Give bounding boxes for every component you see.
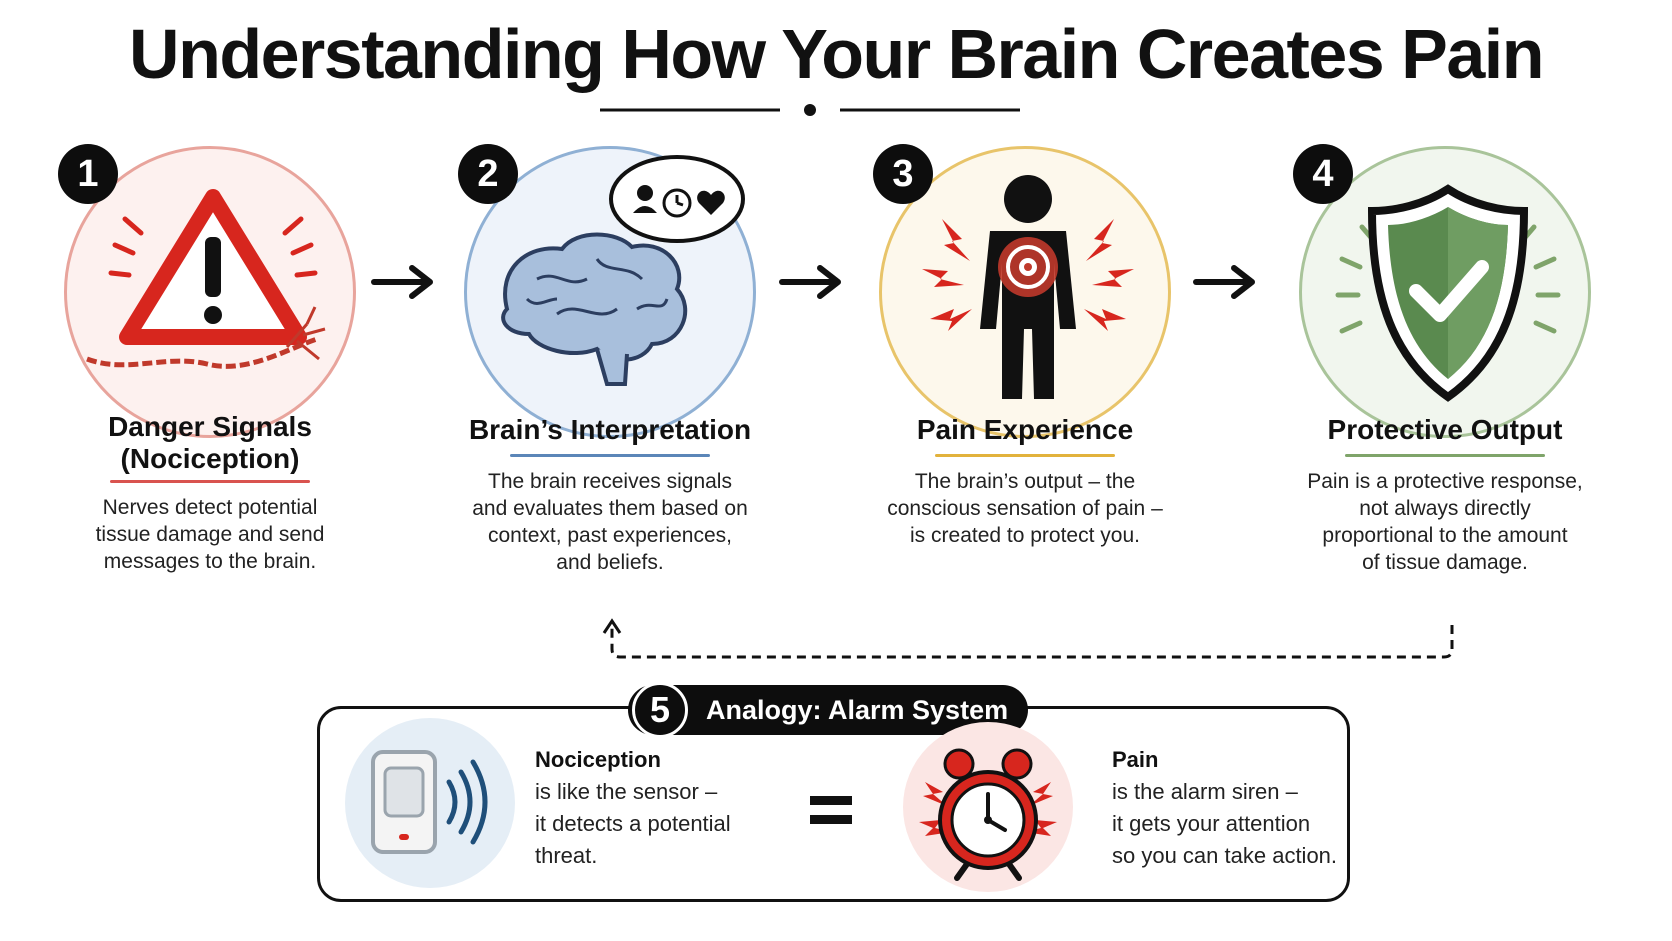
step-number-badge: 2 (458, 144, 518, 204)
desc-line: of tissue damage. (1362, 551, 1528, 574)
desc-line: proportional to the amount (1322, 524, 1568, 547)
step-description: Pain is a protective response, not alway… (1275, 468, 1615, 576)
desc-line: The brain receives signals (488, 470, 732, 493)
analogy-left-text: Nociception is like the sensor – it dete… (535, 744, 731, 872)
step-danger-signals: 1 Danger Signals (Nociception) Nerves de… (40, 138, 380, 608)
heading-underline (935, 454, 1115, 457)
brain-icon (501, 155, 745, 386)
step-brain-interpretation: 2 Brain’s Interpretation The brain recei… (440, 138, 780, 608)
desc-line: and beliefs. (556, 551, 664, 574)
motion-sensor-icon (345, 718, 515, 888)
analogy-right-head: Pain (1112, 747, 1159, 772)
equals-icon (810, 796, 852, 824)
warning-triangle-icon (86, 189, 326, 369)
step-heading: Protective Output (1327, 414, 1563, 445)
step-3-circle (879, 146, 1171, 438)
page-title: Understanding How Your Brain Creates Pai… (129, 15, 1544, 93)
desc-line: is created to protect you. (910, 524, 1140, 547)
analogy-left-head: Nociception (535, 747, 661, 772)
heading-underline (510, 454, 710, 457)
analogy-line: threat. (535, 843, 598, 868)
alarm-clock-icon (903, 722, 1073, 892)
analogy-right-text: Pain is the alarm siren – it gets your a… (1112, 744, 1337, 872)
step-number-badge: 4 (1293, 144, 1353, 204)
analogy-line: it gets your attention (1112, 811, 1311, 836)
arrow-right-icon (371, 265, 433, 299)
title-divider (600, 104, 1020, 116)
step-heading-line: Danger Signals (108, 411, 312, 442)
feedback-loop-connector (602, 618, 1454, 659)
desc-line: messages to the brain. (103, 550, 317, 573)
step-4-circle (1299, 146, 1591, 438)
step-description: The brain’s output – the conscious sensa… (855, 468, 1195, 549)
analogy-line: is the alarm siren – (1112, 779, 1298, 804)
step-heading-line: (Nociception) (120, 443, 300, 474)
desc-line: Nerves detect potential (102, 496, 318, 519)
step-pain-experience: 3 Pain Experience The brain’s output – t… (855, 138, 1195, 608)
desc-line: Pain is a protective response, (1307, 470, 1583, 493)
heading-underline (1345, 454, 1545, 457)
step-protective-output: 4 Protective Output Pain is a protective… (1275, 138, 1615, 608)
desc-line: The brain’s output – the (914, 470, 1136, 493)
step-number-badge: 1 (58, 144, 118, 204)
step-description: Nerves detect potential tissue damage an… (40, 494, 380, 575)
desc-line: and evaluates them based on (472, 497, 748, 520)
step-number-badge: 3 (873, 144, 933, 204)
heading-underline (110, 480, 310, 483)
step-number-badge: 5 (632, 682, 688, 738)
desc-line: context, past experiences, (488, 524, 732, 547)
body-pain-icon (922, 175, 1134, 399)
step-2-circle (464, 146, 756, 438)
step-heading: Pain Experience (916, 414, 1134, 445)
analogy-line: it detects a potential (535, 811, 731, 836)
arrow-right-icon (1193, 265, 1255, 299)
step-heading: Brain’s Interpretation (468, 414, 752, 445)
desc-line: tissue damage and send (95, 523, 325, 546)
step-heading: Danger Signals (Nociception) (40, 411, 380, 475)
step-description: The brain receives signals and evaluates… (440, 468, 780, 576)
analogy-line: so you can take action. (1112, 843, 1338, 868)
desc-line: conscious sensation of pain – (887, 497, 1163, 520)
analogy-line: is like the sensor – (535, 779, 718, 804)
arrow-right-icon (779, 265, 841, 299)
analogy-title: Analogy: Alarm System (706, 694, 1009, 725)
desc-line: not always directly (1359, 497, 1531, 520)
shield-check-icon (1335, 184, 1561, 402)
step-1-circle (64, 146, 356, 438)
